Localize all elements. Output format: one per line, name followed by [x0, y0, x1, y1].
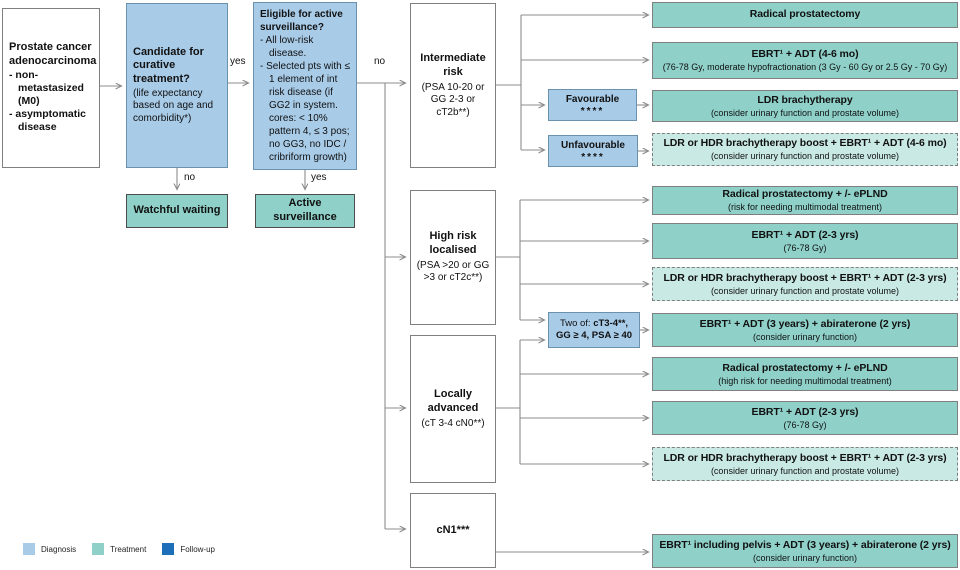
connector-high-fan: [496, 200, 521, 320]
two-of-criteria-box: Two of: cT3-4**, GG ≥ 4, PSA ≥ 40: [548, 312, 640, 348]
risk-title: cN1***: [436, 523, 470, 536]
diagnosis-item: - non-metastasized (M0): [9, 68, 84, 108]
diagnosis-box: Prostate cancer adenocarcinoma - non-met…: [2, 8, 100, 168]
outcome-subtitle: (76-78 Gy): [783, 242, 827, 253]
outcome-ldr-brachytherapy: LDR brachytherapy (consider urinary func…: [652, 90, 958, 122]
risk-locally-advanced-box: Locally advanced (cT 3-4 cN0**): [410, 335, 496, 483]
two-of-criteria: cT3-4**, GG ≥ 4, PSA ≥ 40: [555, 317, 633, 341]
edge-label-no: no: [374, 56, 386, 67]
outcome-brachy-boost-ebrt-adt-2-3yrs-locally-advanced: LDR or HDR brachytherapy boost + EBRT¹ +…: [652, 447, 958, 481]
legend-item-followup: Follow-up: [162, 543, 215, 555]
legend-label: Follow-up: [180, 544, 215, 554]
active-surveillance-box: Active surveillance: [255, 194, 355, 228]
diagnosis-item: - asymptomatic disease: [9, 108, 87, 134]
outcome-radical-prostatectomy: Radical prostatectomy: [652, 2, 958, 28]
outcome-subtitle: (76-78 Gy, moderate hypofractionation (3…: [662, 62, 948, 73]
connector-intermediate-fan: [496, 15, 522, 150]
watchful-waiting-box: Watchful waiting: [126, 194, 228, 228]
outcome-title: LDR brachytherapy: [757, 93, 853, 106]
risk-title: Intermediate risk: [420, 52, 486, 78]
edge-label-yes: yes: [230, 56, 246, 67]
unfavourable-footnote-stars: ****: [581, 151, 605, 163]
curative-subtitle: (life expectancy based on age and comorb…: [133, 87, 214, 124]
two-of-prefix: Two of:: [559, 317, 594, 329]
outcome-subtitle: (76-78 Gy): [783, 419, 827, 430]
outcome-subtitle: (risk for needing multimodal treatment): [727, 202, 883, 213]
outcome-title: LDR or HDR brachytherapy boost + EBRT¹ +…: [663, 271, 947, 284]
legend-item-diagnosis: Diagnosis: [23, 543, 76, 555]
followup-color-swatch: [162, 543, 175, 555]
outcome-title: LDR or HDR brachytherapy boost + EBRT¹ +…: [663, 451, 947, 464]
outcome-title: EBRT¹ + ADT (2-3 yrs): [751, 228, 859, 241]
risk-subtitle: (PSA 10-20 or GG 2-3 or cT2b**): [421, 81, 485, 118]
unfavourable-box: Unfavourable ****: [548, 135, 638, 167]
eligibility-item: - All low-risk disease.: [260, 35, 314, 59]
active-surveillance-label: Active surveillance: [273, 197, 337, 223]
outcome-subtitle: (consider urinary function): [752, 331, 858, 342]
outcome-ebrt-adt-3yrs-abiraterone: EBRT¹ + ADT (3 years) + abiraterone (2 y…: [652, 313, 958, 347]
diagnosis-color-swatch: [23, 543, 35, 555]
outcome-brachy-boost-ebrt-adt-4-6mo: LDR or HDR brachytherapy boost + EBRT¹ +…: [652, 133, 958, 166]
curative-treatment-box: Candidate for curative treatment? (life …: [126, 3, 228, 168]
risk-high-localised-box: High risk localised (PSA >20 or GG >3 or…: [410, 190, 496, 325]
watchful-waiting-label: Watchful waiting: [133, 204, 221, 217]
legend-item-treatment: Treatment: [92, 543, 146, 555]
diagnosis-title: Prostate cancer adenocarcinoma: [9, 41, 97, 68]
favourable-footnote-stars: ****: [580, 105, 605, 117]
active-surveillance-eligibility-box: Eligible for active surveillance? - All …: [253, 2, 357, 170]
favourable-box: Favourable ****: [548, 89, 637, 121]
outcome-rp-eplnd-locally-advanced: Radical prostatectomy + /- ePLND (high r…: [652, 357, 958, 391]
outcome-ebrt-adt-4-6mo: EBRT¹ + ADT (4-6 mo) (76-78 Gy, moderate…: [652, 42, 958, 79]
outcome-subtitle: (consider urinary function and prostate …: [710, 465, 900, 476]
outcome-title: Radical prostatectomy + /- ePLND: [722, 361, 888, 374]
outcome-subtitle: (consider urinary function and prostate …: [710, 107, 900, 118]
risk-cn1-box: cN1***: [410, 493, 496, 568]
outcome-ebrt-adt-2-3yrs-high-risk: EBRT¹ + ADT (2-3 yrs) (76-78 Gy): [652, 223, 958, 259]
risk-intermediate-box: Intermediate risk (PSA 10-20 or GG 2-3 o…: [410, 3, 496, 168]
outcome-title: EBRT¹ + ADT (3 years) + abiraterone (2 y…: [699, 317, 911, 330]
outcome-title: LDR or HDR brachytherapy boost + EBRT¹ +…: [663, 137, 947, 150]
legend-label: Diagnosis: [41, 544, 77, 554]
edge-label-yes: yes: [311, 172, 327, 183]
outcome-title: Radical prostatectomy: [749, 8, 861, 21]
risk-subtitle: (cT 3-4 cN0**): [421, 417, 485, 429]
outcome-rp-eplnd-high-risk: Radical prostatectomy + /- ePLND (risk f…: [652, 186, 958, 215]
outcome-title: EBRT¹ + ADT (2-3 yrs): [751, 405, 859, 418]
eligibility-title: Eligible for active surveillance?: [260, 9, 343, 33]
outcome-title: Radical prostatectomy + /- ePLND: [722, 188, 888, 201]
connector-locally-fan: [496, 340, 521, 464]
outcome-title: EBRT¹ including pelvis + ADT (3 years) +…: [659, 538, 951, 551]
outcome-subtitle: (high risk for needing multimodal treatm…: [718, 375, 892, 386]
outcome-subtitle: (consider urinary function and prostate …: [710, 151, 900, 162]
treatment-color-swatch: [92, 543, 105, 555]
outcome-ebrt-pelvis-adt-abiraterone-cn1: EBRT¹ including pelvis + ADT (3 years) +…: [652, 534, 958, 568]
curative-title: Candidate for curative treatment?: [133, 45, 204, 86]
legend: Diagnosis Treatment Follow-up: [23, 543, 215, 555]
eligibility-item: - Selected pts with ≤ 1 element of int r…: [260, 61, 350, 163]
favourable-label: Favourable: [565, 93, 620, 105]
outcome-ebrt-adt-2-3yrs-locally-advanced: EBRT¹ + ADT (2-3 yrs) (76-78 Gy): [652, 401, 958, 435]
outcome-title: EBRT¹ + ADT (4-6 mo): [751, 48, 859, 61]
edge-label-no: no: [184, 172, 196, 183]
risk-subtitle: (PSA >20 or GG >3 or cT2c**): [416, 259, 490, 284]
two-of-text: Two of: cT3-4**, GG ≥ 4, PSA ≥ 40: [552, 318, 636, 343]
unfavourable-label: Unfavourable: [561, 139, 625, 151]
outcome-subtitle: (consider urinary function and prostate …: [710, 285, 900, 296]
legend-label: Treatment: [110, 544, 147, 554]
risk-title: High risk localised: [429, 230, 477, 256]
outcome-subtitle: (consider urinary function): [752, 552, 858, 563]
outcome-brachy-boost-ebrt-adt-2-3yrs-high-risk: LDR or HDR brachytherapy boost + EBRT¹ +…: [652, 267, 958, 301]
risk-title: Locally advanced: [427, 388, 479, 414]
